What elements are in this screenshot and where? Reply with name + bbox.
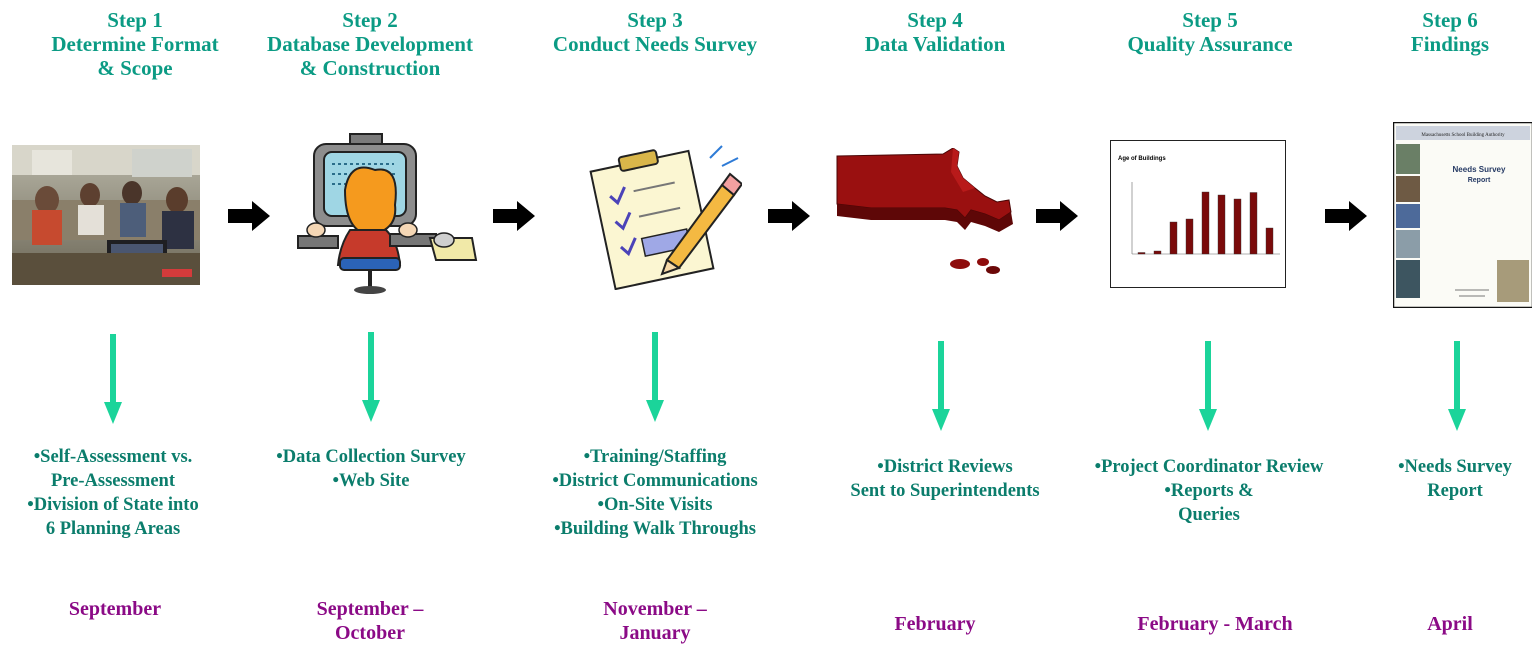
bullet-item: •Project Coordinator Review bbox=[1094, 457, 1324, 477]
bullet-item: •Reports & Queries bbox=[1164, 481, 1254, 525]
chart-thumb-bar bbox=[1137, 252, 1146, 255]
step-1-timing: September bbox=[68, 598, 162, 620]
chart-thumb-bar bbox=[1153, 250, 1162, 255]
right-arrow-icon bbox=[228, 201, 270, 231]
step-6-title: Step 6 Findings bbox=[1410, 8, 1490, 56]
step-2-bullets: •Data Collection Survey •Web Site bbox=[250, 445, 492, 493]
bullet-item: •District Communications bbox=[552, 471, 758, 491]
step-5-title: Step 5 Quality Assurance bbox=[1127, 8, 1293, 56]
report-cover-thumbnail: Massachusetts School Building Authority … bbox=[1393, 122, 1532, 308]
step-3-timing: November – January bbox=[603, 598, 707, 644]
bullet-item: •Division of State into 6 Planning Areas bbox=[27, 495, 199, 539]
down-arrow-icon bbox=[362, 332, 380, 422]
report-header-text: Massachusetts School Building Authority bbox=[1421, 133, 1505, 138]
step-2-timing: September – October bbox=[316, 598, 424, 644]
right-arrow-icon bbox=[768, 201, 810, 231]
chart-thumb-title: Age of Buildings bbox=[1118, 156, 1166, 162]
right-arrow-icon bbox=[1325, 201, 1367, 231]
bullet-item: •Self-Assessment vs. Pre-Assessment bbox=[33, 447, 193, 491]
bullet-item: •Training/Staffing bbox=[583, 447, 727, 467]
down-arrow-icon bbox=[932, 341, 950, 431]
step-6-bullets: •Needs Survey Report bbox=[1378, 455, 1532, 503]
chart-thumb-bar bbox=[1265, 227, 1274, 255]
right-arrow-icon bbox=[493, 201, 535, 231]
chart-thumb-bar bbox=[1201, 191, 1210, 255]
chart-thumb-bar bbox=[1169, 221, 1178, 255]
bullet-item: •District Reviews Sent to Superintendent… bbox=[850, 457, 1040, 501]
right-arrow-icon bbox=[1036, 201, 1078, 231]
step-3-bullets: •Training/Staffing •District Communicati… bbox=[520, 445, 790, 541]
clipboard-checklist-clipart bbox=[582, 140, 742, 290]
step-2-title: Step 2 Database Development & Constructi… bbox=[267, 8, 473, 80]
step-4-bullets: •District Reviews Sent to Superintendent… bbox=[825, 455, 1065, 503]
bullet-item: •On-Site Visits bbox=[597, 495, 713, 515]
massachusetts-map-3d bbox=[835, 148, 1025, 278]
bullet-item: •Data Collection Survey bbox=[276, 447, 466, 467]
person-at-computer-clipart bbox=[290, 130, 480, 295]
bullet-item: •Web Site bbox=[332, 471, 410, 491]
meeting-photo bbox=[12, 145, 200, 285]
bullet-item: •Needs Survey Report bbox=[1398, 457, 1512, 501]
step-5-timing: February - March bbox=[1137, 613, 1293, 635]
step-5-bullets: •Project Coordinator Review •Reports & Q… bbox=[1066, 455, 1352, 527]
down-arrow-icon bbox=[1448, 341, 1466, 431]
step-4-timing: February bbox=[894, 613, 976, 635]
chart-thumb-bar bbox=[1233, 198, 1242, 255]
down-arrow-icon bbox=[1199, 341, 1217, 431]
report-title-line-2: Report bbox=[1468, 177, 1491, 184]
step-1-bullets: •Self-Assessment vs. Pre-Assessment •Div… bbox=[2, 445, 224, 541]
report-title-line-1: Needs Survey bbox=[1453, 165, 1506, 174]
bar-chart-thumbnail: Age of Buildings bbox=[1110, 140, 1286, 288]
step-6-timing: April bbox=[1427, 613, 1473, 635]
chart-thumb-bar bbox=[1185, 218, 1194, 255]
bullet-item: •Building Walk Throughs bbox=[554, 519, 756, 539]
chart-thumb-bar bbox=[1249, 192, 1258, 255]
down-arrow-icon bbox=[646, 332, 664, 422]
down-arrow-icon bbox=[104, 334, 122, 424]
chart-thumb-bar bbox=[1217, 194, 1226, 255]
step-4-title: Step 4 Data Validation bbox=[864, 8, 1006, 56]
step-3-title: Step 3 Conduct Needs Survey bbox=[552, 8, 758, 56]
step-1-title: Step 1 Determine Format & Scope bbox=[51, 8, 219, 80]
